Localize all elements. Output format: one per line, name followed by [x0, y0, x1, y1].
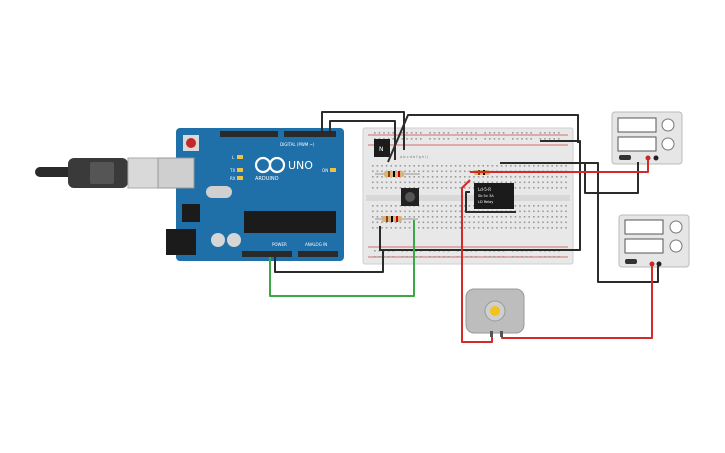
motor-shaft-icon	[490, 306, 500, 316]
wire-black-6[interactable]	[510, 162, 659, 283]
relay-label-2: Sb 5v 3A	[478, 194, 494, 198]
column-letters: a b c d e f g h i j	[400, 155, 428, 159]
psu1-terminal-negative[interactable]	[653, 155, 659, 161]
arduino-logo: UNO ARDUINO	[254, 156, 313, 182]
power-header[interactable]	[242, 251, 292, 257]
led-on	[330, 168, 336, 172]
capacitor-1	[211, 233, 225, 247]
usb-cable[interactable]	[35, 157, 159, 189]
psu1-current-display	[617, 136, 657, 152]
digital-header-label: DIGITAL (PWM ~)	[280, 142, 315, 147]
power-supply-2[interactable]	[618, 214, 690, 268]
led-tx-label: TX	[229, 168, 235, 173]
psu2-terminal-negative[interactable]	[656, 261, 662, 267]
reset-button[interactable]	[183, 135, 199, 151]
led-rx-label: RX	[230, 176, 236, 181]
analog-header[interactable]	[298, 251, 338, 257]
psu2-voltage-knob[interactable]	[669, 220, 683, 234]
relay-label-1: Ld-5-R	[478, 187, 491, 192]
psu1-voltage-knob[interactable]	[661, 118, 675, 132]
capacitor-2	[227, 233, 241, 247]
psu2-switch[interactable]	[625, 259, 637, 264]
resistor-1[interactable]	[375, 171, 420, 177]
psu1-switch[interactable]	[619, 155, 631, 160]
wire-black-5[interactable]	[379, 140, 581, 251]
arduino-uno-board[interactable]: DIGITAL (PWM ~) UNO ARDUINO L TX RX ON P…	[157, 128, 344, 261]
wire-black-1[interactable]	[321, 111, 405, 150]
led-l-label: L	[232, 155, 235, 160]
resistor-2[interactable]	[375, 216, 418, 222]
crystal	[206, 186, 232, 198]
model-label: UNO	[288, 159, 313, 172]
psu2-voltage-display	[624, 219, 664, 235]
push-button[interactable]	[401, 188, 419, 206]
psu2-current-display	[624, 238, 664, 254]
wire-black-2[interactable]	[329, 120, 396, 160]
relay[interactable]: Ld-5-R Sb 5v 3A LD Relay	[474, 183, 514, 209]
psu1-voltage-display	[617, 117, 657, 133]
atmega-chip	[244, 211, 336, 233]
psu1-terminal-positive[interactable]	[645, 155, 651, 161]
digital-header-right[interactable]	[284, 131, 336, 137]
digital-header-left[interactable]	[220, 131, 278, 137]
wire-black-8[interactable]	[465, 191, 516, 213]
power-label: POWER	[272, 242, 287, 247]
relay-label-3: LD Relay	[478, 200, 493, 204]
psu2-current-knob[interactable]	[669, 239, 683, 253]
wire-black-7[interactable]	[274, 250, 384, 273]
wire-red-3[interactable]	[501, 266, 653, 339]
power-supply-1[interactable]	[611, 111, 683, 165]
wire-red-1[interactable]	[470, 160, 649, 173]
led-rx	[237, 176, 243, 180]
transistor-label: N	[379, 146, 384, 153]
psu1-current-knob[interactable]	[661, 137, 675, 151]
wire-black-3[interactable]	[387, 114, 579, 163]
transistor[interactable]: N	[374, 139, 390, 157]
led-on-label: ON	[322, 168, 328, 173]
usb-chip	[182, 204, 200, 222]
dc-motor[interactable]	[465, 288, 525, 337]
psu2-terminal-positive[interactable]	[649, 261, 655, 267]
wires	[269, 111, 659, 343]
led-tx	[237, 168, 243, 172]
brand-label: ARDUINO	[255, 176, 279, 182]
wire-red-2[interactable]	[461, 179, 493, 343]
wire-green-1[interactable]	[269, 220, 415, 297]
led-l	[237, 155, 243, 159]
analog-label: ANALOG IN	[305, 242, 327, 247]
